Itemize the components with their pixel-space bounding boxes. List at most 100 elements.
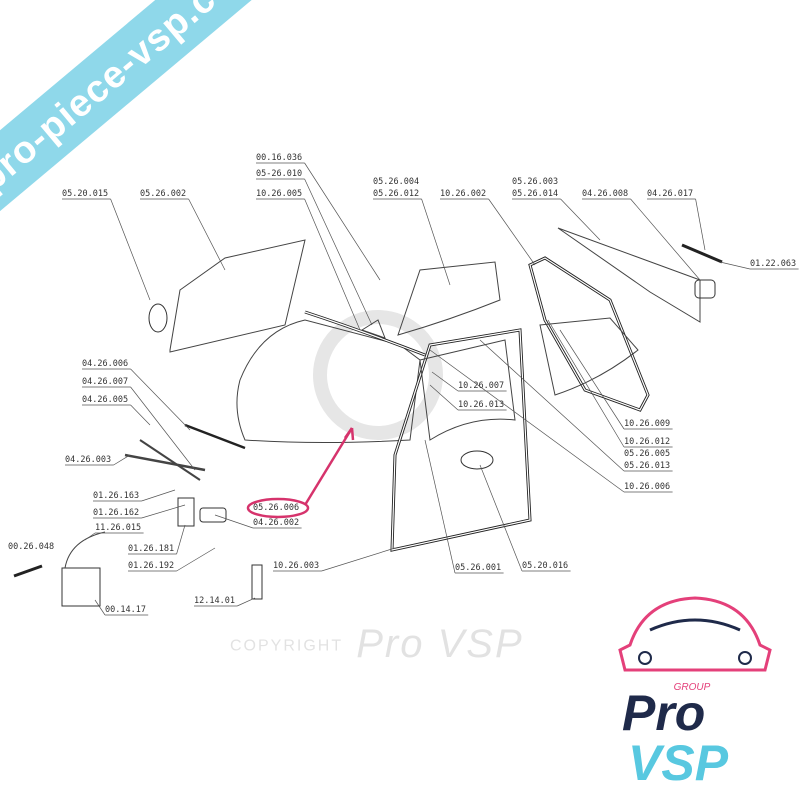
part-label: 12.14.01 — [194, 596, 235, 606]
leader-line — [512, 198, 601, 241]
mirror-left — [148, 303, 168, 333]
leader-line — [128, 524, 186, 555]
part-label: 05.26.003 — [512, 177, 558, 187]
part-label: 01.26.192 — [128, 561, 174, 571]
part-label: 05.20.016 — [522, 561, 568, 571]
part-label: 04.26.006 — [82, 359, 128, 369]
rear-side-glass — [539, 317, 639, 396]
copyright-brand: Pro VSP — [356, 622, 524, 666]
part-label: 10.26.003 — [273, 561, 319, 571]
part-label: 10.26.005 — [256, 189, 302, 199]
logo-vsp: VSP — [628, 735, 729, 790]
door-panel — [419, 339, 516, 441]
windshield — [236, 319, 421, 443]
leader-line — [424, 439, 504, 574]
leader-line — [214, 514, 302, 529]
part-label: 10.26.007 — [458, 381, 504, 391]
car-outline-icon — [618, 596, 772, 672]
leader-line — [82, 368, 191, 431]
part-label: 01.26.181 — [128, 544, 174, 554]
leader-line — [429, 384, 507, 411]
leader-line — [719, 261, 799, 270]
leader-line — [373, 198, 451, 286]
leader-line — [256, 198, 361, 331]
leader-line — [440, 198, 536, 266]
copyright-watermark: COPYRIGHT Pro VSP — [230, 622, 524, 667]
part-label: 05.20.015 — [62, 189, 108, 199]
mirror-glass — [360, 319, 386, 339]
part-label: 00.26.048 — [8, 542, 54, 552]
part-label: 01.26.163 — [93, 491, 139, 501]
leader-line — [647, 198, 706, 251]
connector — [13, 564, 43, 578]
part-label: 01.26.162 — [93, 508, 139, 518]
door-glass — [397, 261, 501, 336]
part-label: 04.26.007 — [82, 377, 128, 387]
leader-line — [128, 547, 216, 572]
leader-line — [256, 178, 373, 326]
part-label: 00.14.17 — [105, 605, 146, 615]
part-label: 05.26.004 — [373, 177, 419, 187]
part-label: 04.26.002 — [253, 518, 299, 528]
motor-bracket — [177, 497, 195, 527]
part-label: 04.26.017 — [647, 189, 693, 199]
leader-line — [479, 464, 571, 572]
part-label: 10.26.009 — [624, 419, 670, 429]
mirror-right — [460, 450, 494, 470]
leader-line — [273, 547, 396, 572]
leader-line — [429, 349, 673, 493]
leader-line — [82, 404, 151, 426]
leader-line — [431, 371, 507, 392]
part-label: 10.26.006 — [624, 482, 670, 492]
front-wiper-arm — [139, 439, 201, 481]
part-label: 10.26.013 — [458, 400, 504, 410]
part-label: 05.26.001 — [455, 563, 501, 573]
front-wiper-blade — [184, 423, 246, 450]
leader-line — [65, 454, 131, 466]
leader-line — [84, 532, 144, 541]
leader-line — [82, 386, 196, 471]
rear-window-seal — [528, 256, 650, 412]
quarter-glass-left — [169, 239, 306, 353]
leader-line — [559, 329, 673, 430]
part-label: 05.26.005 — [624, 449, 670, 459]
part-label: 05.26.002 — [140, 189, 186, 199]
part-label: 10.26.002 — [440, 189, 486, 199]
leader-line — [582, 198, 701, 281]
leader-line — [62, 198, 151, 301]
part-label: 10.26.012 — [624, 437, 670, 447]
provsp-logo: GROUP Pro VSP — [618, 596, 772, 790]
leader-line — [94, 599, 149, 616]
rear-wiper — [681, 243, 723, 264]
leader-line — [140, 198, 226, 271]
copyright-prefix: COPYRIGHT — [230, 637, 344, 655]
logo-group: GROUP — [674, 682, 711, 693]
cylinder — [251, 564, 263, 600]
part-label: 01.22.063 — [750, 259, 796, 269]
washer-reservoir — [61, 567, 101, 607]
part-label: 11.26.015 — [95, 523, 141, 533]
part-label: 04.26.008 — [582, 189, 628, 199]
wiper-motor — [199, 507, 227, 523]
rear-screen — [557, 227, 701, 323]
wiper-linkage — [124, 453, 206, 472]
part-label: 00.16.036 — [256, 153, 302, 163]
leader-line — [479, 339, 673, 472]
part-label: 04.26.005 — [82, 395, 128, 405]
highlight-ellipse — [246, 497, 310, 519]
leader-line — [93, 504, 186, 519]
part-label: 05.26.013 — [624, 461, 670, 471]
part-label: 05-26.010 — [256, 169, 302, 179]
rear-wiper-motor — [694, 279, 716, 299]
part-label: 05.26.006 — [253, 503, 299, 513]
leader-line — [194, 597, 256, 607]
leader-line — [547, 319, 673, 448]
door-seal — [390, 328, 532, 552]
logo-pro: Pro — [622, 685, 705, 741]
leader-line — [93, 489, 176, 502]
part-label: 04.26.003 — [65, 455, 111, 465]
highlight-arrow — [303, 427, 354, 506]
leader-line — [256, 162, 381, 281]
part-label: 05.26.014 — [512, 189, 558, 199]
